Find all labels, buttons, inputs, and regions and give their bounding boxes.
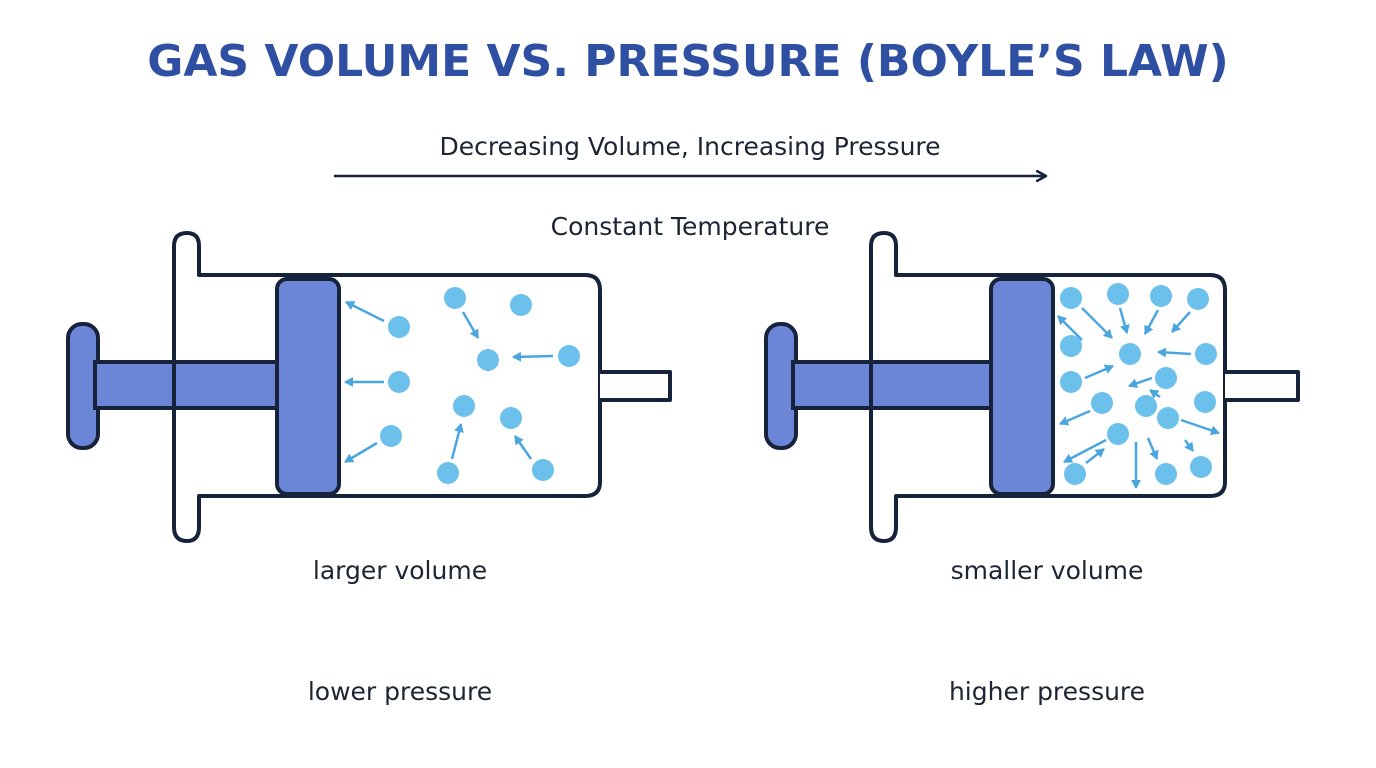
right-piston (989, 277, 1055, 496)
right-gas-particles (1060, 283, 1217, 485)
right-syringe-barrel (869, 231, 1227, 543)
right-pressure-label: higher pressure (948, 677, 1146, 706)
constant-temperature-label: Constant Temperature (550, 212, 830, 241)
left-syringe-barrel (172, 231, 602, 543)
right-motion-arrows (1057, 307, 1220, 489)
right-syringe (764, 231, 1300, 543)
left-syringe (66, 231, 672, 543)
diagram-title: GAS VOLUME VS. PRESSURE (BOYLE’S LAW) (147, 36, 1229, 87)
right-syringe-nozzle (1225, 370, 1300, 402)
right-volume-label: smaller volume (950, 556, 1144, 585)
left-volume-label: larger volume (312, 556, 488, 585)
left-piston (275, 277, 341, 496)
left-plunger-rod (93, 360, 282, 410)
left-syringe-nozzle (600, 370, 672, 402)
left-gas-particles (380, 287, 580, 484)
direction-label: Decreasing Volume, Increasing Pressure (439, 132, 941, 161)
right-plunger-rod (791, 360, 995, 410)
left-pressure-label: lower pressure (307, 677, 493, 706)
left-motion-arrows (344, 300, 554, 464)
